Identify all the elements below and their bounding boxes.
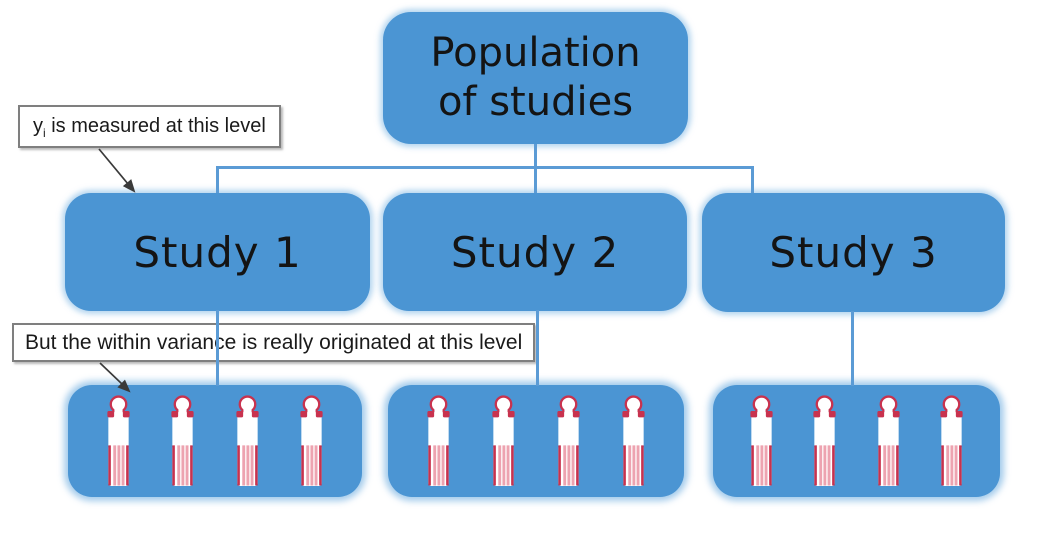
person-icon — [876, 394, 900, 486]
study-box-3: Study 3 — [702, 193, 1005, 312]
person-icon — [300, 394, 323, 486]
person-icon — [940, 394, 963, 486]
population-label: Population of studies — [430, 30, 641, 125]
study-box-2: Study 2 — [383, 193, 687, 311]
person-icon — [427, 394, 450, 486]
person-icon — [492, 394, 515, 486]
person-icon — [557, 394, 580, 486]
person-icon — [106, 394, 130, 486]
study-label-3: Study 3 — [769, 228, 938, 277]
callout-measured: yi is measured at this level — [18, 105, 281, 148]
study-box-1: Study 1 — [65, 193, 370, 311]
person-icon — [171, 394, 194, 486]
person-icon — [622, 394, 645, 486]
person-icon — [750, 394, 773, 486]
arrow-measured-line — [98, 148, 129, 185]
callout-variance: But the within variance is really origin… — [12, 323, 536, 362]
person-icon — [813, 394, 836, 486]
population-box: Population of studies — [383, 12, 688, 144]
study-label-2: Study 2 — [450, 227, 620, 277]
study-label-1: Study 1 — [133, 227, 302, 277]
callout-variance-text: But the within variance is really origin… — [25, 330, 523, 354]
people-group-3 — [713, 385, 1000, 497]
person-icon — [236, 394, 259, 486]
people-group-2 — [388, 385, 684, 497]
people-group-1 — [68, 385, 362, 497]
arrow-variance-line — [99, 362, 123, 385]
arrow-measured-head — [122, 179, 136, 193]
callout-measured-text: yi is measured at this level — [33, 115, 266, 140]
